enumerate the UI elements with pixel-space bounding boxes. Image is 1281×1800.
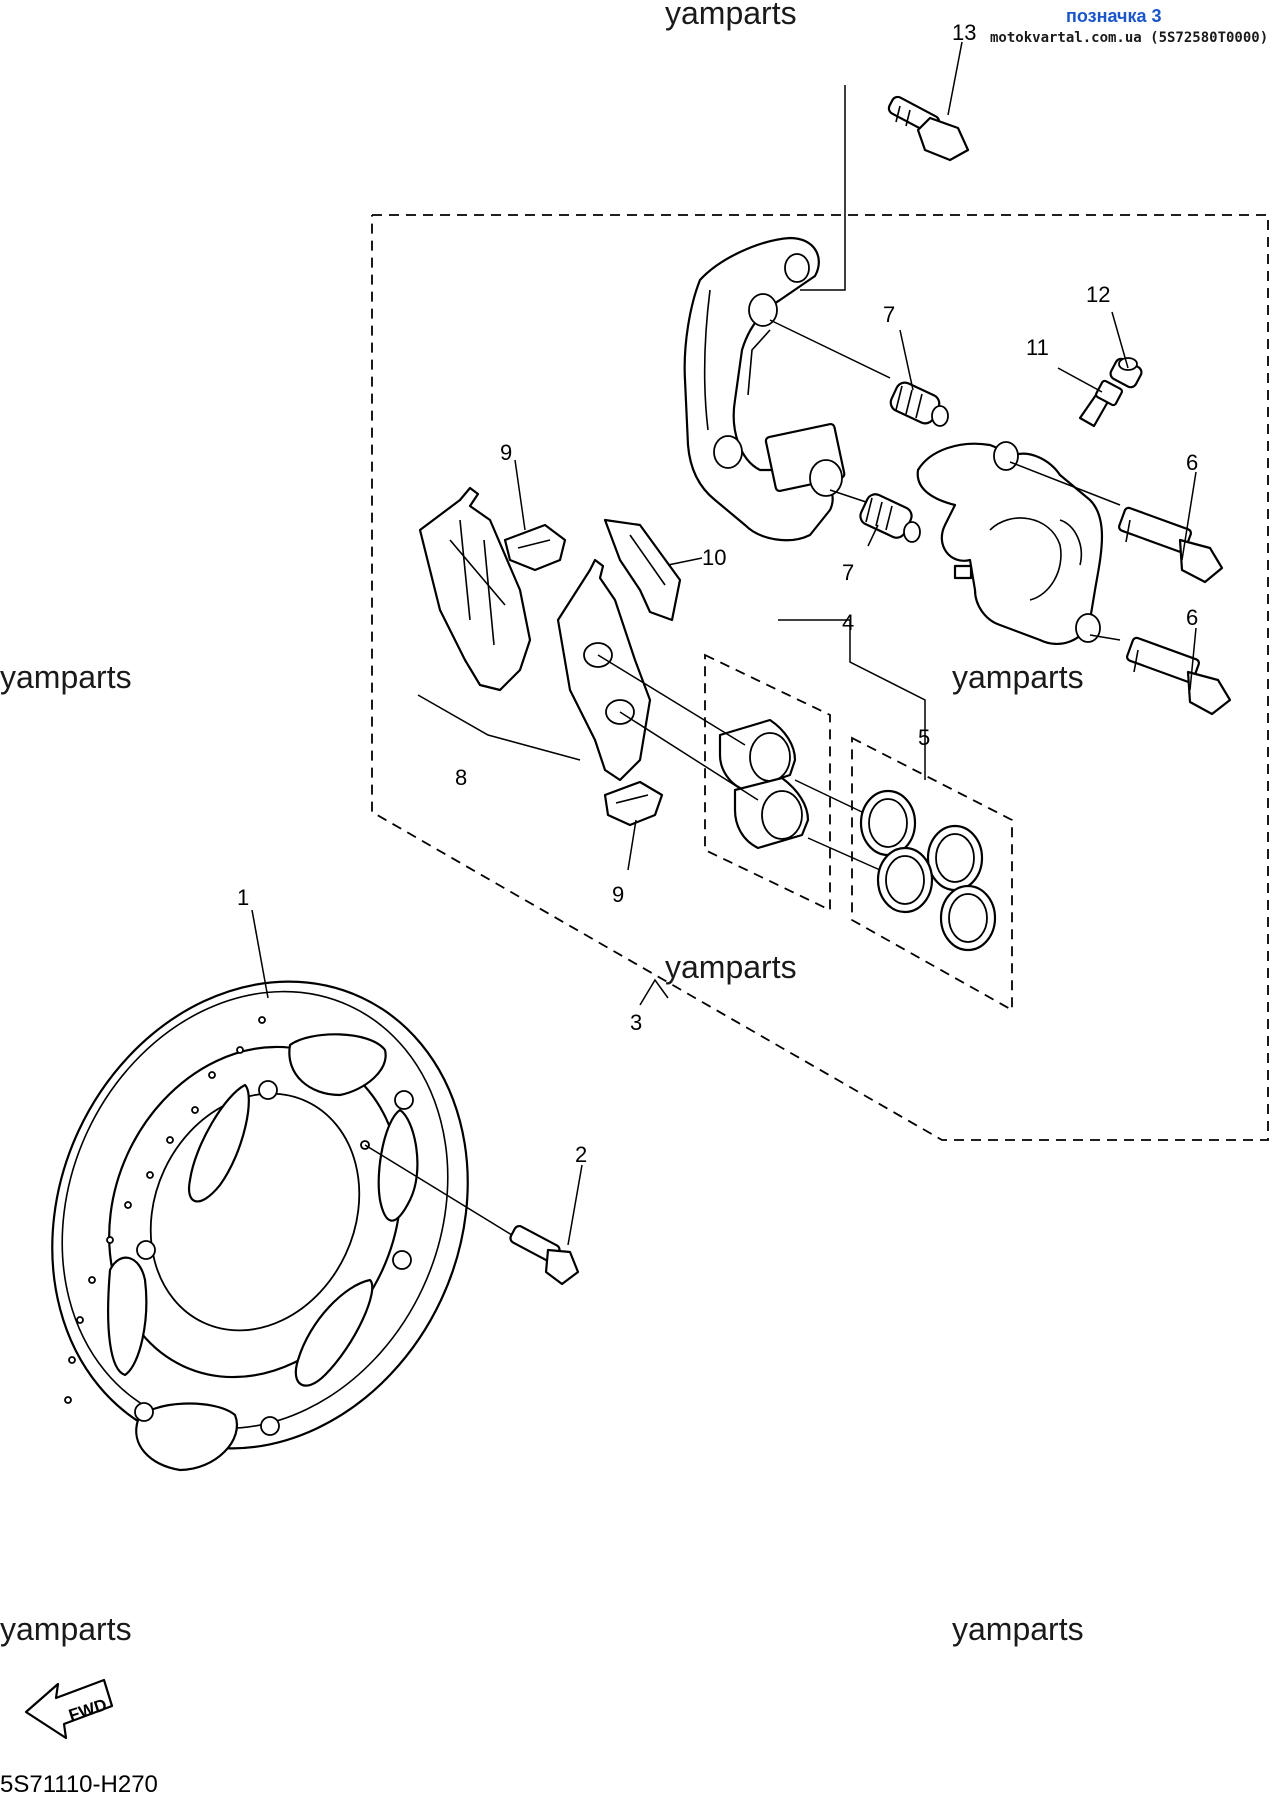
callout-7-upper: 7 xyxy=(883,302,895,327)
slide-pin-boot-upper xyxy=(889,381,949,427)
callout-10: 10 xyxy=(702,545,726,570)
brake-pad-inner xyxy=(556,558,652,782)
callout-12: 12 xyxy=(1086,282,1110,307)
piston-upper xyxy=(718,718,797,792)
slide-pin-boot-lower xyxy=(859,493,921,543)
pad-spring-10 xyxy=(603,518,682,622)
callout-13: 13 xyxy=(952,20,976,45)
caliper-pin-6-upper xyxy=(1009,461,1224,584)
pad-clip-9-upper xyxy=(503,523,567,572)
pad-clip-9-lower xyxy=(603,780,664,827)
watermark-bottom-left: yamparts xyxy=(0,1611,132,1647)
seal-group-boundary xyxy=(851,736,1013,1012)
brake-disc xyxy=(51,980,469,1472)
watermark-bottom-right: yamparts xyxy=(952,1611,1084,1647)
callout-9-upper: 9 xyxy=(500,440,512,465)
callout-2: 2 xyxy=(575,1142,587,1167)
callout-7-lower: 7 xyxy=(842,560,854,585)
fwd-arrow-icon: FWD xyxy=(24,1678,114,1740)
watermark-top: yamparts xyxy=(665,0,797,31)
callout-3: 3 xyxy=(630,1010,642,1035)
disc-bolt-2 xyxy=(364,1144,580,1286)
caliper-pin-6-lower xyxy=(1089,634,1232,716)
callout-11: 11 xyxy=(1026,335,1049,360)
drawing-code: 5S71110-H270 xyxy=(0,1771,158,1798)
pad-set-bracket xyxy=(417,694,581,761)
mounting-bolt-13 xyxy=(800,85,970,291)
callout-6-lower: 6 xyxy=(1186,605,1198,630)
bleed-screw-11 xyxy=(1078,379,1123,428)
watermark-right: yamparts xyxy=(952,659,1084,695)
callout-9-lower: 9 xyxy=(612,882,624,907)
bleed-cap-12 xyxy=(1109,357,1143,389)
callout-8: 8 xyxy=(455,765,467,790)
piston-lower xyxy=(733,776,810,850)
watermark-left: yamparts xyxy=(0,659,132,695)
caliper-body xyxy=(916,441,1103,645)
source-text: motokvartal.com.ua (5S72580T0000) xyxy=(990,30,1268,46)
disc-vent-holes xyxy=(64,1016,266,1404)
piston-group-boundary xyxy=(704,653,831,912)
brake-pad-outer xyxy=(418,486,532,692)
callout-4: 4 xyxy=(842,610,854,635)
caliper-bracket xyxy=(683,236,891,542)
callout-6-upper: 6 xyxy=(1186,450,1198,475)
watermark-center: yamparts xyxy=(665,949,797,985)
tag-label[interactable]: позначка 3 xyxy=(1066,6,1162,26)
callout-1: 1 xyxy=(237,885,249,910)
callout-5: 5 xyxy=(918,725,930,750)
